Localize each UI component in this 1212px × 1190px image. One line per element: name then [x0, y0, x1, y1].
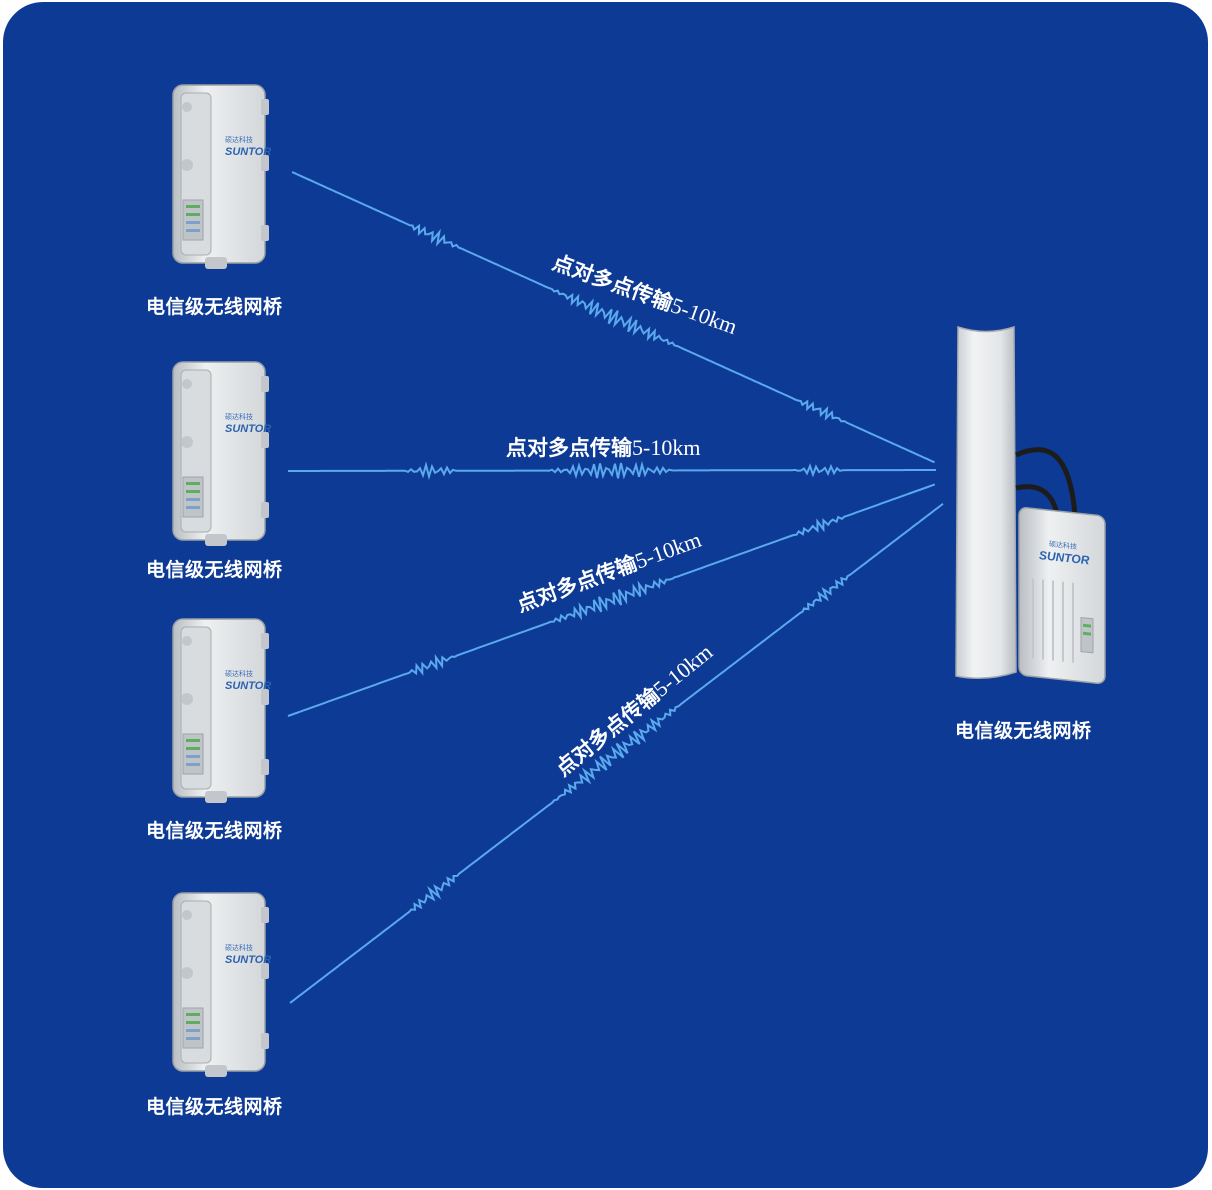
remote-bridge-1: 硕达科技 SUNTOR — [172, 84, 271, 270]
remote-bridge-4-caption: 电信级无线网桥 — [146, 1096, 283, 1118]
link-label-1: 点对多点传输5-10km — [549, 249, 740, 339]
signal-links — [287, 171, 944, 1004]
remote-bridge-3: 硕达科技 SUNTOR — [172, 618, 271, 804]
signal-wave-3 — [287, 483, 936, 717]
device-logo-cn: 硕达科技 — [225, 135, 253, 144]
device-logo-en: SUNTOR — [225, 680, 271, 692]
remote-bridge-3-caption: 电信级无线网桥 — [146, 820, 283, 842]
device-logo-en: SUNTOR — [225, 423, 271, 435]
device-logo-en: SUNTOR — [225, 954, 271, 966]
device-logo-cn: 硕达科技 — [225, 412, 253, 421]
device-logo-en: SUNTOR — [1039, 548, 1090, 567]
base-station: 硕达科技 SUNTOR — [955, 325, 1106, 684]
remote-bridge-2: 硕达科技 SUNTOR — [172, 361, 271, 547]
signal-wave-4 — [289, 503, 944, 1004]
remote-bridge-2-caption: 电信级无线网桥 — [146, 559, 283, 581]
signal-wave-1 — [291, 171, 935, 464]
base-station-caption: 电信级无线网桥 — [955, 720, 1092, 742]
antenna-cable-1 — [1014, 447, 1078, 516]
remote-bridge-1-caption: 电信级无线网桥 — [146, 296, 283, 318]
device-logo-cn: 硕达科技 — [225, 669, 253, 678]
sector-antenna — [955, 325, 1017, 679]
link-label-3: 点对多点传输5-10km — [513, 527, 704, 617]
link-label-4: 点对多点传输5-10km — [550, 639, 717, 781]
remote-bridge-4: 硕达科技 SUNTOR — [172, 892, 271, 1078]
device-logo-cn: 硕达科技 — [225, 943, 253, 952]
link-label-2: 点对多点传输5-10km — [506, 435, 700, 460]
signal-wave-2 — [288, 460, 936, 481]
device-logo-cn: 硕达科技 — [1049, 539, 1077, 551]
base-bridge-unit: 硕达科技 SUNTOR — [1018, 507, 1106, 684]
device-logo-en: SUNTOR — [225, 146, 271, 158]
